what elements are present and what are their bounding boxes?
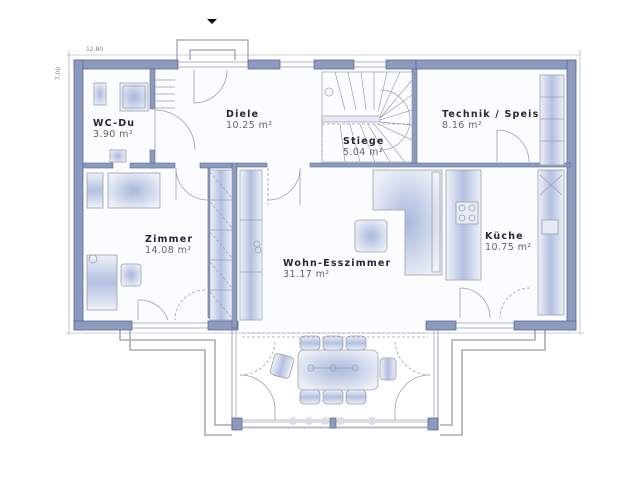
table-icon — [297, 349, 379, 391]
room-name: Technik / Speis — [442, 109, 540, 120]
sofa — [354, 169, 443, 276]
shower-icon — [119, 82, 149, 112]
room-area: 10.25 m² — [226, 119, 273, 131]
room-name: Stiege — [343, 136, 385, 147]
wc-fixtures — [93, 79, 196, 163]
plant-pots — [289, 417, 376, 425]
living-door — [267, 167, 301, 205]
coffee-table-icon — [354, 219, 388, 253]
staircase — [321, 71, 413, 163]
room-technik-speis: Technik / Speis 8.16 m² — [442, 109, 540, 132]
room-stiege: Stiege 5.04 m² — [343, 136, 385, 159]
exterior-walls — [73, 59, 577, 431]
entry-door — [193, 69, 228, 104]
bed-icon — [86, 172, 104, 209]
depth-dimension: 7.00 — [55, 66, 63, 81]
dining-table — [239, 332, 431, 420]
technik-fixtures — [496, 74, 565, 166]
room-kueche: Küche 10.75 m² — [485, 231, 532, 254]
room-area: 10.75 m² — [485, 241, 532, 253]
room-zimmer: Zimmer 14.08 m² — [145, 234, 194, 257]
room-area: 5.04 m² — [343, 146, 384, 158]
cooktop-icon — [455, 201, 479, 225]
room-area: 31.17 m² — [283, 268, 330, 280]
towel-radiator-icon — [155, 79, 175, 109]
width-dimension: 12.80 — [86, 46, 104, 53]
desk-icon — [86, 254, 118, 311]
entrance-porch — [176, 39, 249, 60]
room-name: Diele — [226, 109, 260, 120]
kitchen-island — [445, 169, 482, 281]
chair-icon — [120, 263, 142, 287]
wardrobe — [209, 169, 263, 321]
washbasin-icon — [109, 149, 127, 163]
room-wohn-esszimmer: Wohn-Esszimmer 31.17 m² — [283, 258, 392, 281]
bed-icon — [107, 172, 161, 209]
room-area: 3.90 m² — [93, 128, 134, 140]
dimension-lines — [66, 50, 584, 335]
zimmer-furniture — [86, 167, 209, 321]
room-name: Wohn-Esszimmer — [283, 258, 392, 269]
room-wc-du: WC-Du 3.90 m² — [93, 118, 136, 141]
room-name: WC-Du — [93, 118, 136, 129]
room-area: 14.08 m² — [145, 244, 192, 256]
kitchen-fixtures — [445, 169, 565, 319]
north-arrow-icon — [207, 19, 217, 24]
room-area: 8.16 m² — [442, 119, 483, 131]
sink-icon — [541, 219, 559, 235]
room-name: Küche — [485, 231, 524, 242]
room-diele: Diele 10.25 m² — [226, 109, 273, 132]
door-swing — [154, 109, 196, 151]
windows — [132, 61, 514, 428]
room-name: Zimmer — [145, 234, 194, 245]
toilet-icon — [93, 82, 107, 106]
